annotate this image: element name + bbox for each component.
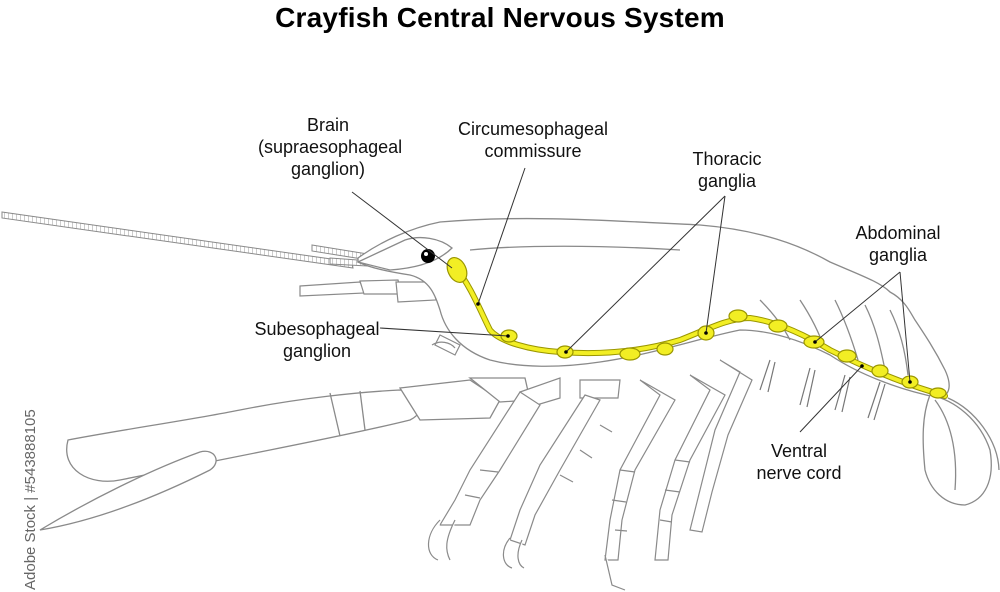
thoracic-ganglion	[728, 309, 748, 323]
thoracic-ganglion	[619, 347, 641, 361]
label-ventral-line1: Ventral	[770, 441, 828, 461]
label-subesophageal: Subesophageal ganglion	[252, 318, 382, 362]
label-abdominal: Abdominal ganglia	[838, 222, 958, 266]
label-abdominal-line1: Abdominal	[855, 223, 941, 243]
diagram-title: Crayfish Central Nervous System	[275, 2, 725, 33]
label-abdominal-line2: ganglia	[868, 245, 928, 265]
thoracic-ganglion	[656, 342, 674, 356]
circumesophageal-leader	[477, 167, 526, 305]
eye	[421, 249, 435, 263]
thoracic-leader-2	[705, 195, 726, 334]
abdominal-ganglion	[929, 387, 947, 399]
label-brain-line1: Brain	[306, 115, 350, 135]
cheliped-claw	[39, 377, 531, 531]
label-thoracic-line1: Thoracic	[692, 149, 762, 169]
long-antenna	[1, 211, 354, 269]
brain-ganglion	[446, 257, 468, 283]
leader-lines	[351, 167, 911, 433]
label-subesophageal-line2: ganglion	[282, 341, 352, 361]
abdominal-ganglion	[768, 319, 788, 333]
walking-legs	[427, 359, 753, 591]
abdominal-ganglion	[871, 364, 889, 378]
label-brain: Brain (supraesophageal ganglion)	[258, 114, 403, 180]
label-subesophageal-line1: Subesophageal	[254, 319, 380, 339]
label-ventral: Ventral nerve cord	[740, 440, 858, 484]
label-circumesophageal: Circumesophageal commissure	[438, 118, 628, 162]
maxilliped	[431, 334, 461, 356]
label-ventral-line2: nerve cord	[756, 463, 842, 483]
subesophageal-leader	[379, 327, 509, 337]
abdominal-ganglion	[837, 349, 857, 363]
stock-watermark: Adobe Stock | #543888105	[4, 352, 39, 592]
swimmerets	[759, 359, 886, 421]
tail-fan	[922, 394, 1000, 506]
stock-watermark-text: Adobe Stock | #543888105	[22, 409, 39, 590]
label-thoracic-line2: ganglia	[697, 171, 757, 191]
ventral-leader	[799, 365, 863, 433]
brain-leader	[351, 191, 453, 269]
thoracic-leader-1	[565, 195, 726, 353]
label-brain-line3: ganglion)	[290, 159, 366, 179]
label-circumesophageal-line2: commissure	[484, 141, 582, 161]
ventral-nerve-cord	[453, 265, 948, 399]
leader-dots	[476, 302, 912, 384]
antenna-base	[299, 279, 437, 303]
abdominal-leader-1	[814, 271, 901, 343]
abdominal-leader-2	[899, 271, 911, 383]
label-thoracic: Thoracic ganglia	[672, 148, 782, 192]
label-circumesophageal-line1: Circumesophageal	[457, 119, 609, 139]
label-brain-line2: (supraesophageal	[258, 137, 403, 157]
